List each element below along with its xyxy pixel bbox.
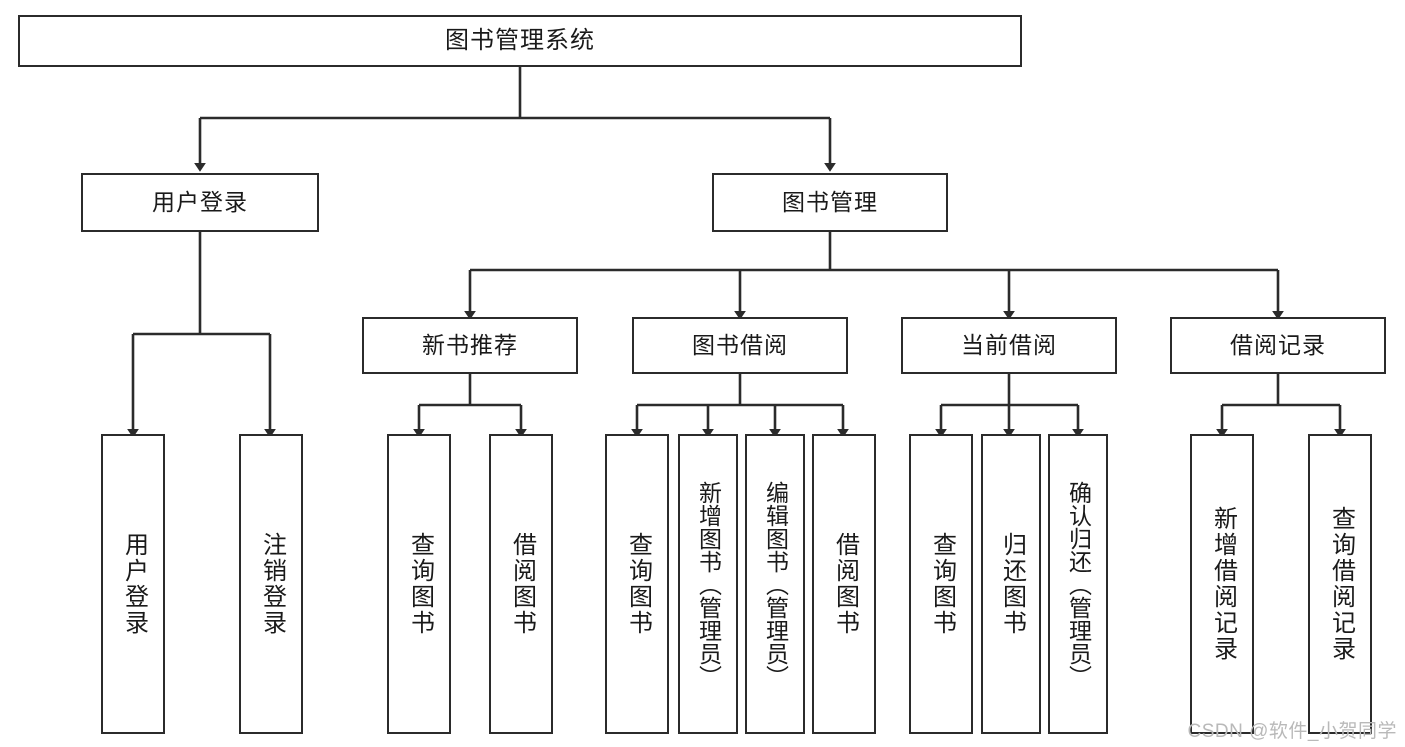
leaf-confirm-return-admin[interactable]: 确认归还（管理员） [1048,434,1108,734]
csdn-watermark: CSDN @软件_小贺同学 [1187,721,1397,742]
node-new-book-recommend[interactable]: 新书推荐 [362,317,578,374]
node-label: 查询图书 [624,532,652,636]
node-label: 图书管理系统 [445,27,595,55]
leaf-query-book-borrow[interactable]: 查询图书 [605,434,669,734]
node-label: 借阅图书 [508,532,536,636]
leaf-return-book[interactable]: 归还图书 [981,434,1041,734]
node-label: 新书推荐 [422,332,518,359]
leaf-borrow-book[interactable]: 借阅图书 [812,434,876,734]
leaf-query-book-recommend[interactable]: 查询图书 [387,434,451,734]
node-book-borrow[interactable]: 图书借阅 [632,317,848,374]
node-label: 用户登录 [152,189,248,216]
leaf-user-login[interactable]: 用户登录 [101,434,165,734]
leaf-logout[interactable]: 注销登录 [239,434,303,734]
node-label: 新增借阅记录 [1209,506,1237,662]
node-label: 查询借阅记录 [1327,506,1355,662]
node-label: 新增图书（管理员） [695,480,722,688]
node-borrow-record[interactable]: 借阅记录 [1170,317,1386,374]
leaf-query-borrow-record[interactable]: 查询借阅记录 [1308,434,1372,734]
node-user-login[interactable]: 用户登录 [81,173,319,232]
node-label: 归还图书 [998,532,1026,636]
leaf-add-book-admin[interactable]: 新增图书（管理员） [678,434,738,734]
node-root-book-management-system[interactable]: 图书管理系统 [18,15,1022,67]
node-label: 注销登录 [258,532,286,636]
leaf-edit-book-admin[interactable]: 编辑图书（管理员） [745,434,805,734]
node-label: 确认归还（管理员） [1065,480,1092,688]
leaf-add-borrow-record[interactable]: 新增借阅记录 [1190,434,1254,734]
node-label: 借阅记录 [1230,332,1326,359]
node-label: 图书借阅 [692,332,788,359]
node-label: 查询图书 [928,532,956,636]
node-label: 当前借阅 [961,332,1057,359]
leaf-query-book-current[interactable]: 查询图书 [909,434,973,734]
node-label: 编辑图书（管理员） [762,480,789,688]
node-label: 借阅图书 [831,532,859,636]
node-book-management[interactable]: 图书管理 [712,173,948,232]
node-current-borrow[interactable]: 当前借阅 [901,317,1117,374]
node-label: 用户登录 [120,532,148,636]
node-label: 图书管理 [782,189,878,216]
leaf-borrow-book-recommend[interactable]: 借阅图书 [489,434,553,734]
node-label: 查询图书 [406,532,434,636]
